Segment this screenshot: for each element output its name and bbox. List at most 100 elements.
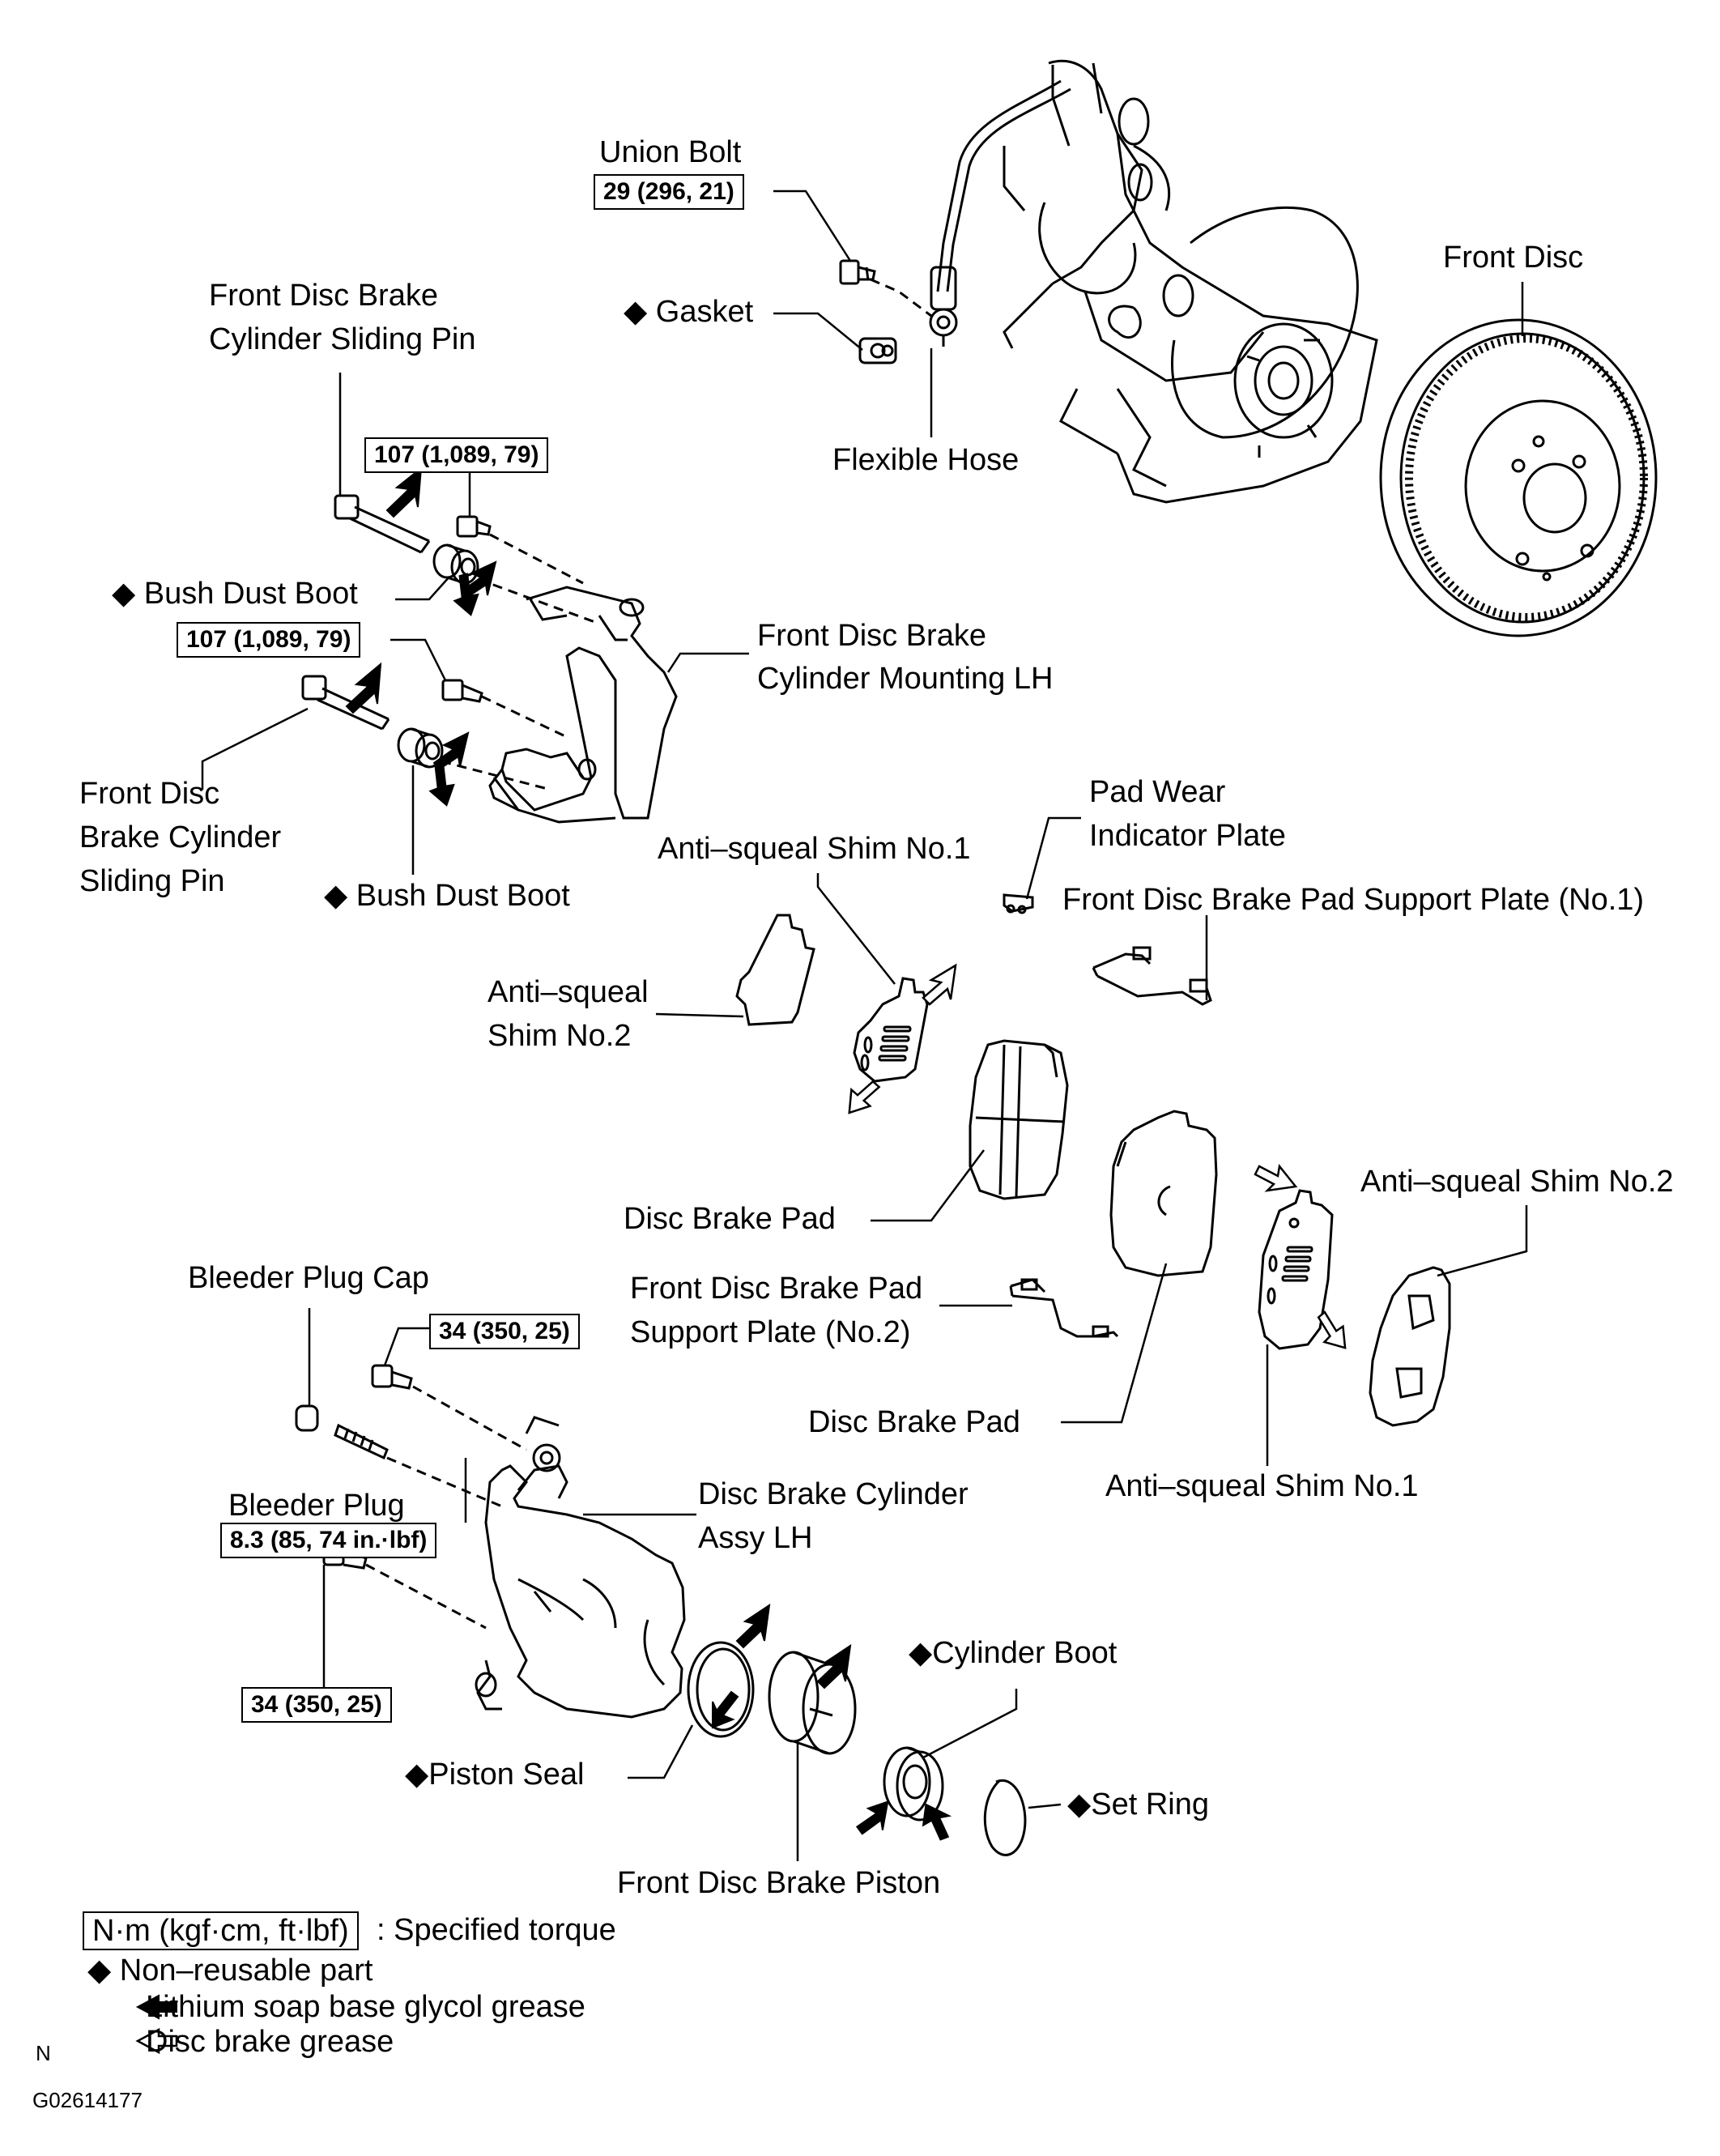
- label-pad-wear-2: Indicator Plate: [1089, 819, 1286, 853]
- torque-union-bolt: 29 (296, 21): [594, 174, 744, 210]
- label-pad-wear-1: Pad Wear: [1089, 775, 1226, 809]
- lithium-grease-arrow: [712, 1690, 739, 1729]
- torque-mount-bolt-lower: 107 (1,089, 79): [177, 622, 361, 658]
- label-disc-brake-pad-lower: Disc Brake Pad: [808, 1405, 1020, 1439]
- legend-non-reusable-text: Non–reusable part: [119, 1954, 373, 1988]
- label-bleeder-plug-cap: Bleeder Plug Cap: [188, 1261, 429, 1295]
- label-cylinder-assy-1: Disc Brake Cylinder: [698, 1477, 969, 1511]
- lithium-grease-arrow: [735, 1603, 771, 1649]
- label-piston-seal: ◆Piston Seal: [405, 1756, 584, 1793]
- non-reusable-marker: ◆: [624, 295, 648, 329]
- label-anti-squeal-1-bottom: Anti–squeal Shim No.1: [1105, 1469, 1419, 1503]
- figure-id: G02614177: [32, 2088, 143, 2112]
- torque-bleeder-plug: 8.3 (85, 74 in.·lbf): [220, 1523, 437, 1558]
- lithium-grease-arrow: [385, 466, 423, 518]
- label-sliding-pin-lower-3: Sliding Pin: [79, 864, 225, 898]
- label-bush-dust-boot-lower: ◆ Bush Dust Boot: [324, 877, 570, 914]
- leader-lines: [201, 190, 1528, 1861]
- lithium-grease-arrow: [453, 573, 479, 616]
- mounting-bracket-drawing: [488, 586, 678, 824]
- union-bolt-drawing: [839, 259, 876, 285]
- label-sliding-pin-lower-1: Front Disc: [79, 777, 220, 811]
- disc-grease-arrow: [922, 963, 957, 1006]
- torque-cyl-bolt-lower: 34 (350, 25): [241, 1687, 392, 1723]
- label-gasket-text: Gasket: [655, 295, 754, 329]
- steering-knuckle-drawing: [1003, 59, 1378, 504]
- bush-dust-boot-upper-drawing: [432, 543, 479, 585]
- label-pad-support-2-1: Front Disc Brake Pad: [630, 1272, 923, 1306]
- gasket-drawing: [858, 337, 897, 364]
- bush-dust-boot-lower-drawing: [397, 727, 444, 769]
- legend-disc-grease-arrow: [135, 2027, 178, 2055]
- label-anti-squeal-2-right: Anti–squeal Shim No.2: [1360, 1165, 1674, 1199]
- mount-bolt-lower-drawing: [441, 679, 483, 703]
- label-anti-squeal-2-left-1: Anti–squeal: [487, 975, 649, 1009]
- piston-drawing: [768, 1651, 857, 1755]
- label-cylinder-boot: ◆Cylinder Boot: [909, 1634, 1117, 1672]
- mount-bolt-upper-drawing: [456, 515, 492, 538]
- label-bleeder-plug: Bleeder Plug: [228, 1489, 405, 1523]
- label-sliding-pin-upper-1: Front Disc Brake: [209, 279, 438, 313]
- disc-brake-pad-lower-drawing: [1109, 1110, 1218, 1277]
- non-reusable-marker: ◆: [112, 577, 136, 611]
- label-set-ring: ◆Set Ring: [1067, 1786, 1209, 1823]
- bleeder-plug-cap-drawing: [295, 1404, 319, 1432]
- anti-squeal-shim-2-left-drawing: [735, 914, 815, 1026]
- pad-support-plate-1-drawing: [1092, 946, 1212, 1006]
- disc-grease-arrow: [1317, 1310, 1347, 1349]
- pad-support-plate-2-drawing: [1009, 1278, 1119, 1338]
- label-bush-dust-boot-lower-text: Bush Dust Boot: [355, 879, 570, 913]
- label-front-disc: Front Disc: [1443, 241, 1584, 275]
- label-sliding-pin-lower-2: Brake Cylinder: [79, 820, 282, 854]
- disc-grease-arrow: [848, 1080, 881, 1114]
- label-flexible-hose: Flexible Hose: [832, 443, 1020, 477]
- anti-squeal-shim-1-right-drawing: [1258, 1189, 1334, 1350]
- legend-disc-grease: Disc brake grease: [146, 2025, 394, 2059]
- label-piston-seal-text: Piston Seal: [428, 1758, 585, 1792]
- anti-squeal-shim-2-right-drawing: [1369, 1266, 1451, 1427]
- torque-mount-bolt-upper: 107 (1,089, 79): [364, 437, 549, 473]
- flexible-hose-drawing: [929, 79, 1071, 347]
- torque-cyl-bolt-upper: 34 (350, 25): [429, 1314, 580, 1349]
- label-pad-support-2-2: Support Plate (No.2): [630, 1315, 911, 1349]
- label-disc-brake-pad-upper: Disc Brake Pad: [624, 1202, 836, 1236]
- label-bush-dust-boot-upper: ◆ Bush Dust Boot: [112, 575, 358, 612]
- non-reusable-marker: ◆: [405, 1758, 429, 1792]
- legend-torque-unit: N·m (kgf·cm, ft·lbf): [83, 1911, 359, 1950]
- label-union-bolt: Union Bolt: [599, 135, 742, 169]
- label-mounting-1: Front Disc Brake: [757, 619, 986, 653]
- legend-torque-desc: : Specified torque: [377, 1913, 616, 1947]
- label-mounting-2: Cylinder Mounting LH: [757, 662, 1054, 696]
- non-reusable-marker: ◆: [87, 1954, 112, 1988]
- label-sliding-pin-upper-2: Cylinder Sliding Pin: [209, 322, 476, 356]
- legend-lithium: Lithium soap base glycol grease: [146, 1990, 585, 2024]
- label-cylinder-assy-2: Assy LH: [698, 1521, 813, 1555]
- front-disc-drawing: [1379, 318, 1658, 637]
- label-anti-squeal-2-left-2: Shim No.2: [487, 1019, 632, 1053]
- lithium-grease-arrow: [345, 662, 382, 714]
- label-anti-squeal-1-top: Anti–squeal Shim No.1: [658, 832, 971, 866]
- set-ring-drawing: [983, 1779, 1027, 1856]
- lithium-grease-arrow: [922, 1803, 952, 1841]
- piston-seal-drawing: [687, 1641, 755, 1738]
- non-reusable-marker: ◆: [909, 1636, 933, 1670]
- label-set-ring-text: Set Ring: [1091, 1787, 1209, 1822]
- grease-arrows: [135, 466, 1347, 2055]
- label-gasket: ◆ Gasket: [624, 293, 753, 330]
- non-reusable-marker: ◆: [1067, 1787, 1092, 1822]
- legend-non-reusable: ◆ Non–reusable part: [87, 1952, 373, 1989]
- bleeder-plug-drawing: [334, 1423, 389, 1460]
- sliding-pin-upper-drawing: [334, 494, 431, 554]
- label-pad-support-1: Front Disc Brake Pad Support Plate (No.1…: [1062, 883, 1645, 917]
- lithium-grease-arrow: [428, 763, 455, 807]
- label-bush-dust-boot-upper-text: Bush Dust Boot: [143, 577, 358, 611]
- lithium-grease-arrow: [816, 1643, 852, 1689]
- non-reusable-marker: ◆: [324, 879, 348, 913]
- north-mark: N: [36, 2041, 51, 2065]
- label-piston: Front Disc Brake Piston: [617, 1866, 941, 1900]
- lithium-grease-arrow: [855, 1800, 889, 1835]
- disc-brake-pad-upper-drawing: [969, 1039, 1069, 1200]
- anti-squeal-shim-1-center-drawing: [853, 977, 929, 1083]
- legend-lithium-arrow: [135, 1994, 177, 2020]
